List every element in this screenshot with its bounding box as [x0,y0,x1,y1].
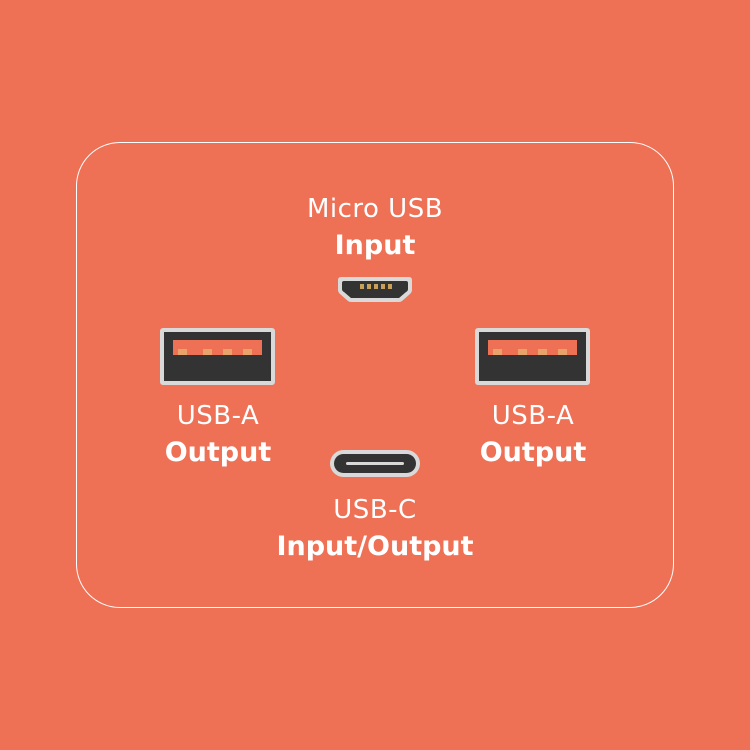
usb-c-role: Input/Output [276,531,474,562]
usb-a-right-label: USB-A Output [480,403,587,466]
usb-a-left-label: USB-A Output [165,403,272,466]
micro-usb-name: Micro USB [306,194,444,224]
usb-c-name: USB-C [333,495,417,525]
usb-a-right-name: USB-A [491,401,575,431]
micro-usb-label: Micro USB Input [307,196,443,259]
micro-usb-role: Input [334,230,416,261]
usb-c-label: USB-C Input/Output [276,497,473,560]
usb-a-port-icon [475,328,590,385]
usb-a-port-icon [160,328,275,385]
micro-usb-port-icon [338,277,412,302]
usb-a-left-name: USB-A [176,401,260,431]
usb-c-port-icon [330,450,420,477]
usb-a-right-role: Output [479,437,587,468]
device-panel-outline [76,142,674,608]
usb-a-left-role: Output [164,437,272,468]
